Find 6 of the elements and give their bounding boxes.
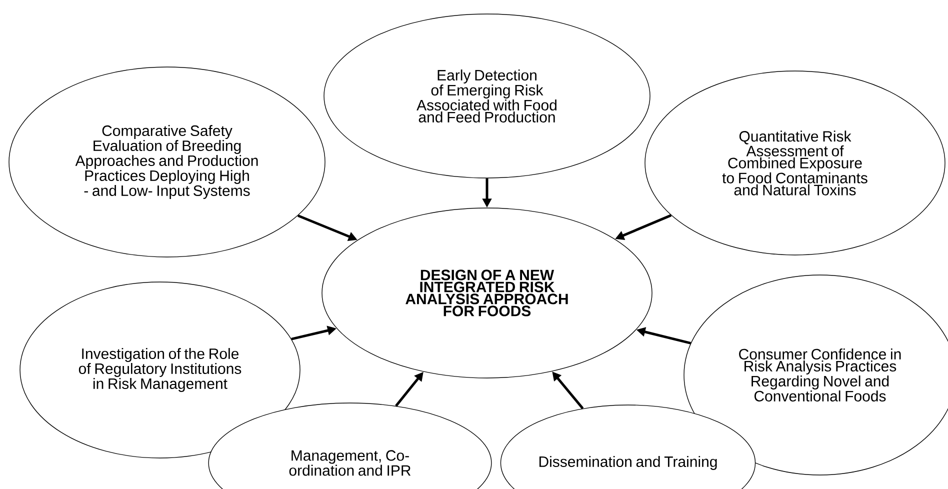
ellipse-node: Comparative Safety Evaluation of Breeding Approaches and Production Practices Deploying High - and Low- Input Systems — [8, 66, 326, 258]
ellipse-node: Quantitative Risk Assessment of Combined Exposure to Food Contaminants and Natural Toxins — [644, 70, 946, 256]
ellipse-node: Management, Co-ordination and IPR — [208, 402, 492, 489]
ellipse-node: Early Detection of Emerging Risk Associated with Food and Feed Production — [324, 14, 650, 178]
ellipse-node: DESIGN OF A NEW INTEGRATED RISK ANALYSIS APPROACH FOR FOODS — [322, 208, 652, 378]
ellipse-node: Dissemination and Training — [500, 404, 756, 489]
